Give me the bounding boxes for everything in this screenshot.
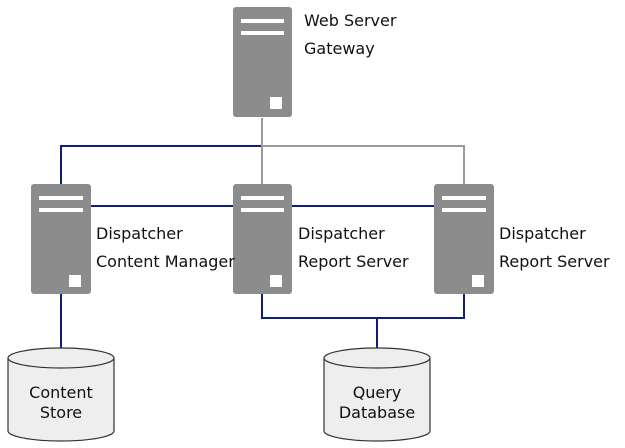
gateway-label-line1: Web Server (304, 11, 397, 30)
gateway-label-line2: Gateway (304, 39, 375, 58)
content-store-label-line1: Content (29, 383, 93, 402)
report-servers-to-query-database-link (261, 294, 465, 350)
report-server-2-label-line2: Report Server (499, 252, 610, 271)
gateway-to-report-servers-link (261, 118, 465, 184)
content-manager-label-line1: Dispatcher (96, 224, 183, 243)
report-server-2-label: Dispatcher Report Server (499, 220, 610, 276)
gateway-label: Web Server Gateway (304, 7, 396, 63)
gateway-server-icon (233, 7, 292, 117)
query-database-label-line1: Query (352, 383, 402, 402)
query-database-label-line2: Database (338, 403, 416, 422)
report-server-2-icon (434, 184, 494, 294)
report-server-1-label-line1: Dispatcher (298, 224, 385, 243)
content-manager-label: Dispatcher Content Manager (96, 220, 235, 276)
content-manager-server-icon (31, 184, 91, 294)
content-store-database-icon (7, 347, 115, 442)
content-store-label: Content Store (8, 383, 114, 423)
gateway-to-content-manager-link (60, 118, 263, 184)
content-manager-label-line2: Content Manager (96, 252, 235, 271)
query-database-label: Query Database (324, 383, 430, 423)
report-server-2-label-line1: Dispatcher (499, 224, 586, 243)
report-server-1-icon (233, 184, 292, 294)
query-database-icon (323, 347, 431, 442)
content-store-label-line2: Store (39, 403, 83, 422)
report-server-1-label-line2: Report Server (298, 252, 409, 271)
report-server-1-label: Dispatcher Report Server (298, 220, 409, 276)
